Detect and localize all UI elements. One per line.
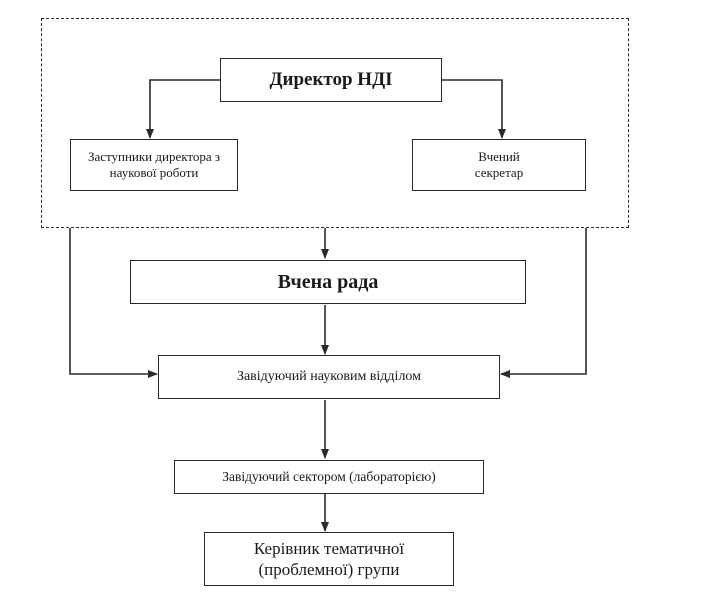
leadership-group-frame — [41, 18, 629, 228]
node-director: Директор НДІ — [220, 58, 442, 102]
node-deputies: Заступники директора з наукової роботи — [70, 139, 238, 191]
node-council: Вчена рада — [130, 260, 526, 304]
node-dept-head: Завідуючий науковим відділом — [158, 355, 500, 399]
edge-left-depthead — [69, 228, 158, 378]
node-sector-head: Завідуючий сектором (лабораторією) — [174, 460, 484, 494]
edge-right-depthead — [500, 228, 587, 378]
edge-director-deputies — [146, 79, 220, 139]
edge-director-secretary — [442, 79, 506, 139]
node-group-leader: Керівник тематичної (проблемної) групи — [204, 532, 454, 586]
node-secretary: Вчений секретар — [412, 139, 586, 191]
